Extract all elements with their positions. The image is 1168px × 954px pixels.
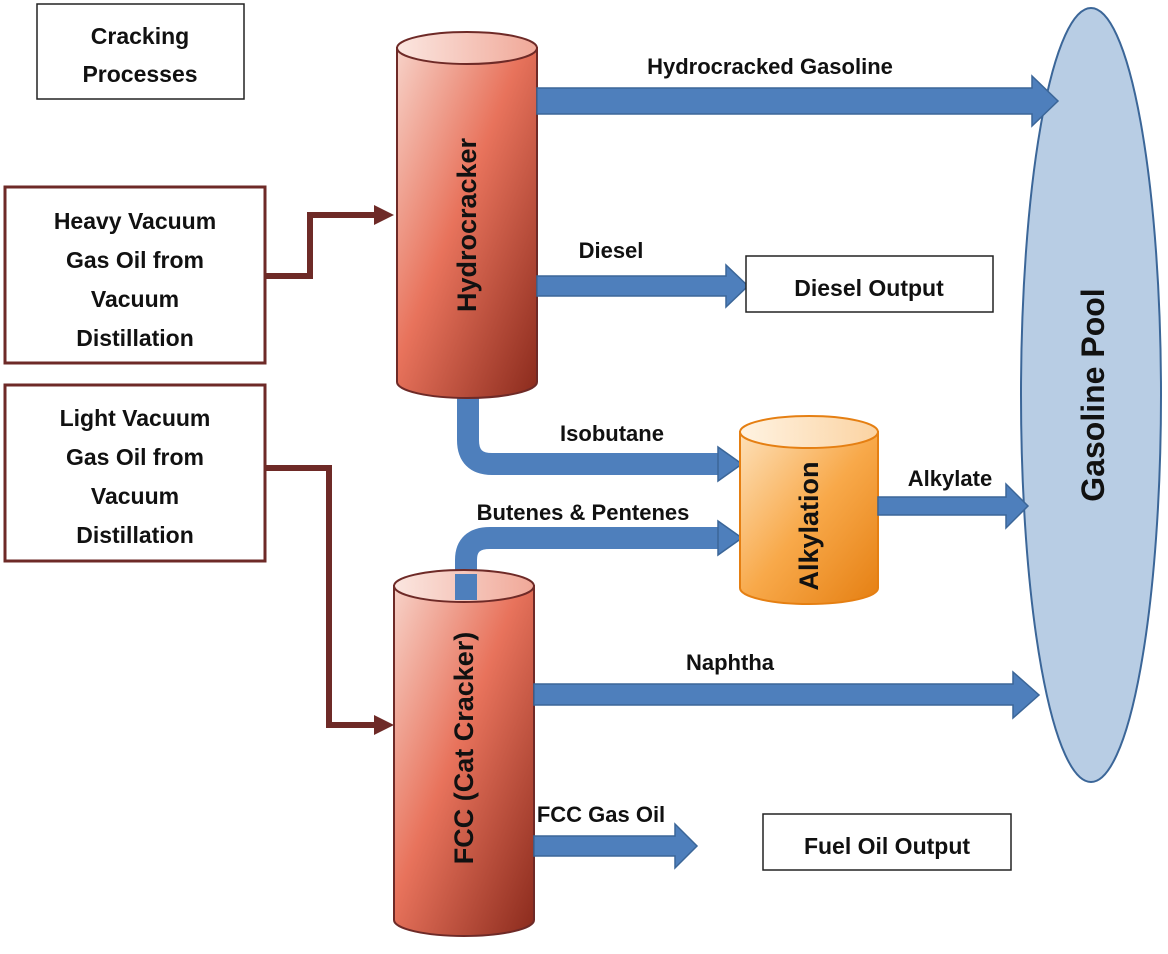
alkylation-unit: Alkylation [739,415,879,605]
isobutane-label: Isobutane [560,421,664,446]
butenes-pentenes-label: Butenes & Pentenes [477,500,690,525]
light-vgo-feed-arrow [265,465,394,735]
light-vgo-line: Distillation [76,522,194,548]
light-vgo-line: Light Vacuum [60,405,211,431]
title-line-2: Processes [82,61,197,87]
heavy-vgo-line: Vacuum [91,286,179,312]
heavy-vgo-line: Distillation [76,325,194,351]
title-line-1: Cracking [91,23,189,49]
hydrocracked-gasoline-flow-arrow [536,74,1060,128]
heavy-vgo-line: Heavy Vacuum [54,208,216,234]
hydrocracker-label: Hydrocracker [452,137,482,312]
diesel-flow-arrow [536,263,750,309]
isobutane-flow-arrow [457,395,744,483]
gasoline-pool: Gasoline Pool [1020,7,1162,783]
title-box: Cracking Processes [36,3,245,100]
heavy-vgo-line: Gas Oil from [66,247,204,273]
heavy-vgo-feed-arrow [265,205,394,279]
alkylate-label: Alkylate [908,466,992,491]
fcc-unit: FCC (Cat Cracker) [393,569,535,937]
fcc-label: FCC (Cat Cracker) [449,632,479,865]
butenes-pentenes-flow-arrow [455,519,744,600]
hydrocracked-gasoline-label: Hydrocracked Gasoline [647,54,893,79]
naphtha-flow-arrow [533,670,1041,720]
diesel-output-label: Diesel Output [794,275,944,301]
naphtha-label: Naphtha [686,650,775,675]
fcc-gas-oil-label: FCC Gas Oil [537,802,665,827]
fuel-oil-output-box: Fuel Oil Output [762,813,1012,871]
heavy-vgo-input-box: Heavy Vacuum Gas Oil from Vacuum Distill… [3,185,267,365]
light-vgo-input-box: Light Vacuum Gas Oil from Vacuum Distill… [3,383,267,563]
alkylate-flow-arrow [877,482,1030,530]
gasoline-pool-label: Gasoline Pool [1075,288,1111,501]
alkylation-label: Alkylation [794,461,824,590]
hydrocracker-unit: Hydrocracker [396,31,538,399]
light-vgo-line: Vacuum [91,483,179,509]
diesel-output-box: Diesel Output [745,255,994,313]
fcc-gas-oil-flow-arrow [533,822,699,870]
diesel-label: Diesel [579,238,644,263]
fuel-oil-output-label: Fuel Oil Output [804,833,970,859]
light-vgo-line: Gas Oil from [66,444,204,470]
